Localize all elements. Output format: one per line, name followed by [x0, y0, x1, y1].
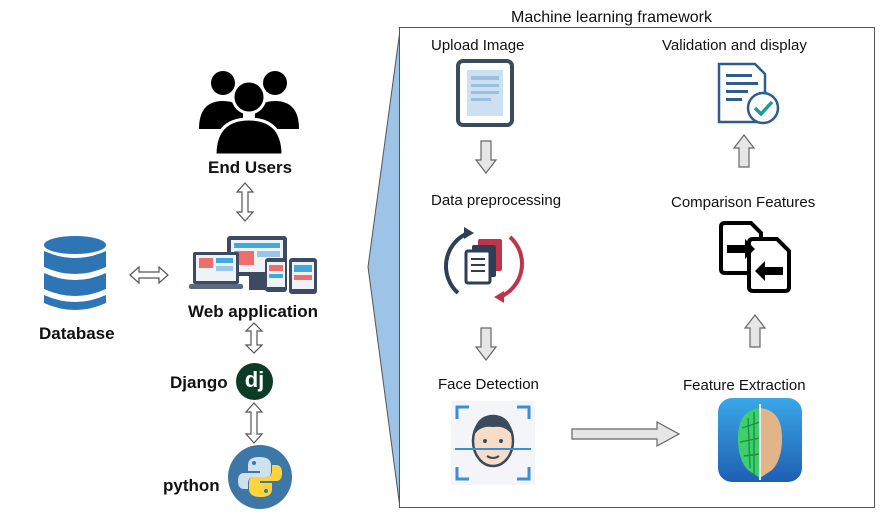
database-label: Database	[39, 324, 115, 343]
django-logo-text: dj	[244, 366, 265, 392]
face-detection-label: Face Detection	[438, 376, 539, 393]
double-arrow-users-web	[235, 182, 255, 222]
feature-extraction-label: Feature Extraction	[683, 377, 806, 394]
framework-title: Machine learning framework	[511, 9, 712, 26]
preprocessing-cycle-icon	[444, 227, 524, 303]
end-users-label: End Users	[208, 158, 293, 177]
arrow-down-preprocessing	[474, 327, 498, 361]
database-icon	[44, 236, 106, 310]
python-label: python	[163, 476, 220, 495]
data-preprocessing-label: Data preprocessing	[431, 192, 562, 209]
validated-document-icon	[717, 62, 780, 125]
compare-icon	[719, 221, 791, 293]
double-arrow-db-web	[129, 265, 169, 285]
document-icon	[456, 59, 514, 127]
arrow-right-detection	[571, 420, 681, 448]
face-mesh-icon	[718, 398, 802, 482]
upload-image-label: Upload Image	[431, 37, 525, 54]
double-arrow-django-python	[244, 402, 264, 444]
arrow-up-comparison	[732, 134, 756, 168]
django-logo-icon: dj	[236, 363, 273, 400]
web-devices-icon	[189, 236, 317, 294]
validation-display-label: Validation and display	[662, 37, 807, 54]
django-label: Django	[170, 373, 228, 392]
python-logo-icon	[228, 445, 292, 509]
double-arrow-web-django	[244, 322, 264, 354]
arrow-up-extraction	[743, 314, 767, 348]
comparison-features-label: Comparison Features	[671, 194, 816, 211]
face-scan-icon	[451, 401, 535, 485]
web-application-label: Web application	[188, 302, 319, 321]
arrow-down-upload	[474, 140, 498, 174]
users-icon	[199, 71, 299, 157]
